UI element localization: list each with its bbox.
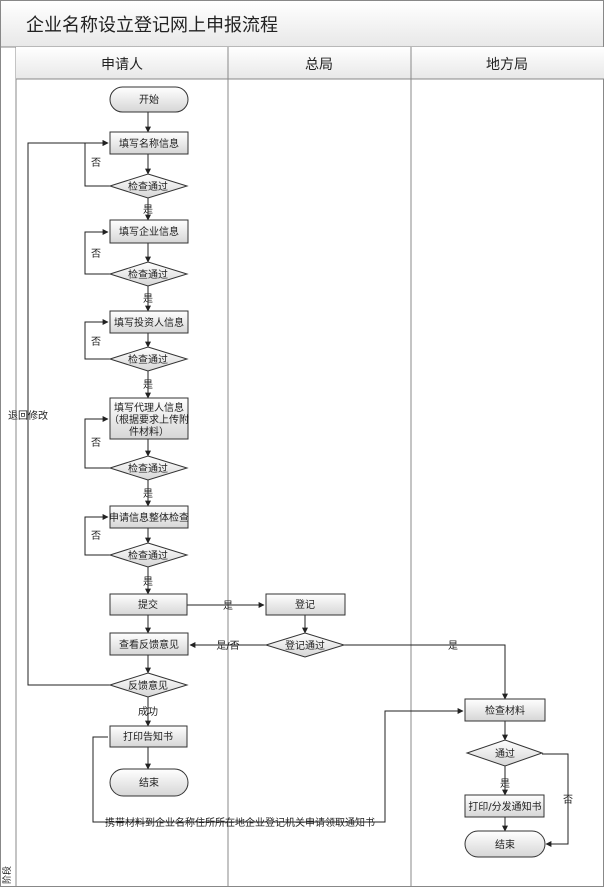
- edge-yes-3: 是: [143, 379, 153, 391]
- edge-no-1: 否: [91, 157, 101, 169]
- register-box: [265, 593, 346, 616]
- end-local-label: 结束: [495, 838, 515, 851]
- end-applicant-label: 结束: [139, 776, 159, 789]
- fill-investor-box: [109, 310, 189, 334]
- check2-label: 检查通过: [128, 268, 168, 281]
- print-notice2-box: [464, 794, 545, 818]
- end-applicant-terminator: [109, 768, 189, 797]
- check1-label: 检查通过: [128, 180, 168, 193]
- edge-submit-yes: 是: [223, 600, 233, 612]
- print-notice-label: 打印告知书: [123, 730, 173, 743]
- edge-no-3: 否: [91, 336, 101, 348]
- pass-label: 通过: [495, 747, 515, 760]
- check2-diamond: [108, 261, 189, 287]
- fill-agent-label-1: 填写代理人信息: [114, 401, 184, 414]
- view-feedback-label: 查看反馈意见: [119, 638, 179, 651]
- edge-yes-1: 是: [143, 204, 153, 216]
- edge-carry-materials: 携带材料到企业名称住所所在地企业登记机关申请领取通知书: [105, 816, 375, 829]
- fill-agent-label-2: （根据要求上传附: [109, 413, 189, 426]
- edge-yes-no: 是/否: [216, 640, 239, 652]
- edge-local-yes: 是: [500, 778, 510, 790]
- overall-check-label: 申请信息整体检查: [109, 511, 189, 524]
- pass-diamond: [465, 739, 544, 767]
- edge-no-2: 否: [91, 248, 101, 260]
- edge-no-4: 否: [91, 437, 101, 449]
- check5-label: 检查通过: [128, 549, 168, 562]
- check-materials-label: 检查材料: [485, 704, 525, 717]
- feedback-label: 反馈意见: [128, 679, 168, 692]
- edge-return-modify: 退回修改: [8, 409, 48, 422]
- check1-diamond: [108, 173, 189, 199]
- edge-success: 成功: [138, 706, 158, 718]
- phase-label: 阶段: [1, 866, 13, 884]
- fill-name-box: [109, 131, 189, 155]
- lane-head-office: 总局: [305, 57, 333, 73]
- fill-company-box: [109, 219, 189, 244]
- fill-agent-box: [109, 397, 189, 440]
- print-notice-box: [109, 725, 188, 748]
- print-notice2-label: 打印/分发通知书: [468, 800, 541, 813]
- lane-applicant: 申请人: [101, 57, 143, 73]
- fill-company-label: 填写企业信息: [119, 225, 179, 238]
- check3-diamond: [108, 346, 189, 372]
- title-bar: [1, 1, 603, 47]
- edge-yes-2: 是: [143, 293, 153, 305]
- edge-yes-5: 是: [143, 576, 153, 588]
- submit-label: 提交: [138, 598, 158, 611]
- check3-label: 检查通过: [128, 353, 168, 366]
- feedback-diamond: [108, 672, 189, 698]
- check4-label: 检查通过: [128, 462, 168, 475]
- overall-check-box: [109, 505, 189, 529]
- start-terminator: [109, 86, 189, 113]
- fill-investor-label: 填写投资人信息: [114, 316, 184, 329]
- edge-yes-4: 是: [143, 488, 153, 500]
- submit-box: [109, 593, 188, 616]
- check-materials-box: [464, 698, 546, 722]
- edge-pass-yes: 是: [448, 640, 458, 652]
- start-label: 开始: [139, 93, 159, 106]
- edge-local-no: 否: [563, 794, 573, 806]
- fill-agent-label-3: 件材料）: [129, 425, 169, 438]
- view-feedback-box: [109, 632, 189, 656]
- edge-no-5: 否: [91, 530, 101, 542]
- lane-local-office: 地方局: [486, 57, 528, 73]
- register-pass-diamond: [264, 632, 346, 658]
- register-label: 登记: [295, 598, 315, 611]
- diagram-title: 企业名称设立登记网上申报流程: [26, 15, 278, 36]
- check4-diamond: [108, 455, 189, 481]
- fill-name-label: 填写名称信息: [119, 137, 179, 150]
- check5-diamond: [108, 542, 189, 568]
- end-local-terminator: [464, 830, 546, 858]
- register-pass-label: 登记通过: [285, 639, 325, 652]
- lane-header-row: [16, 47, 604, 79]
